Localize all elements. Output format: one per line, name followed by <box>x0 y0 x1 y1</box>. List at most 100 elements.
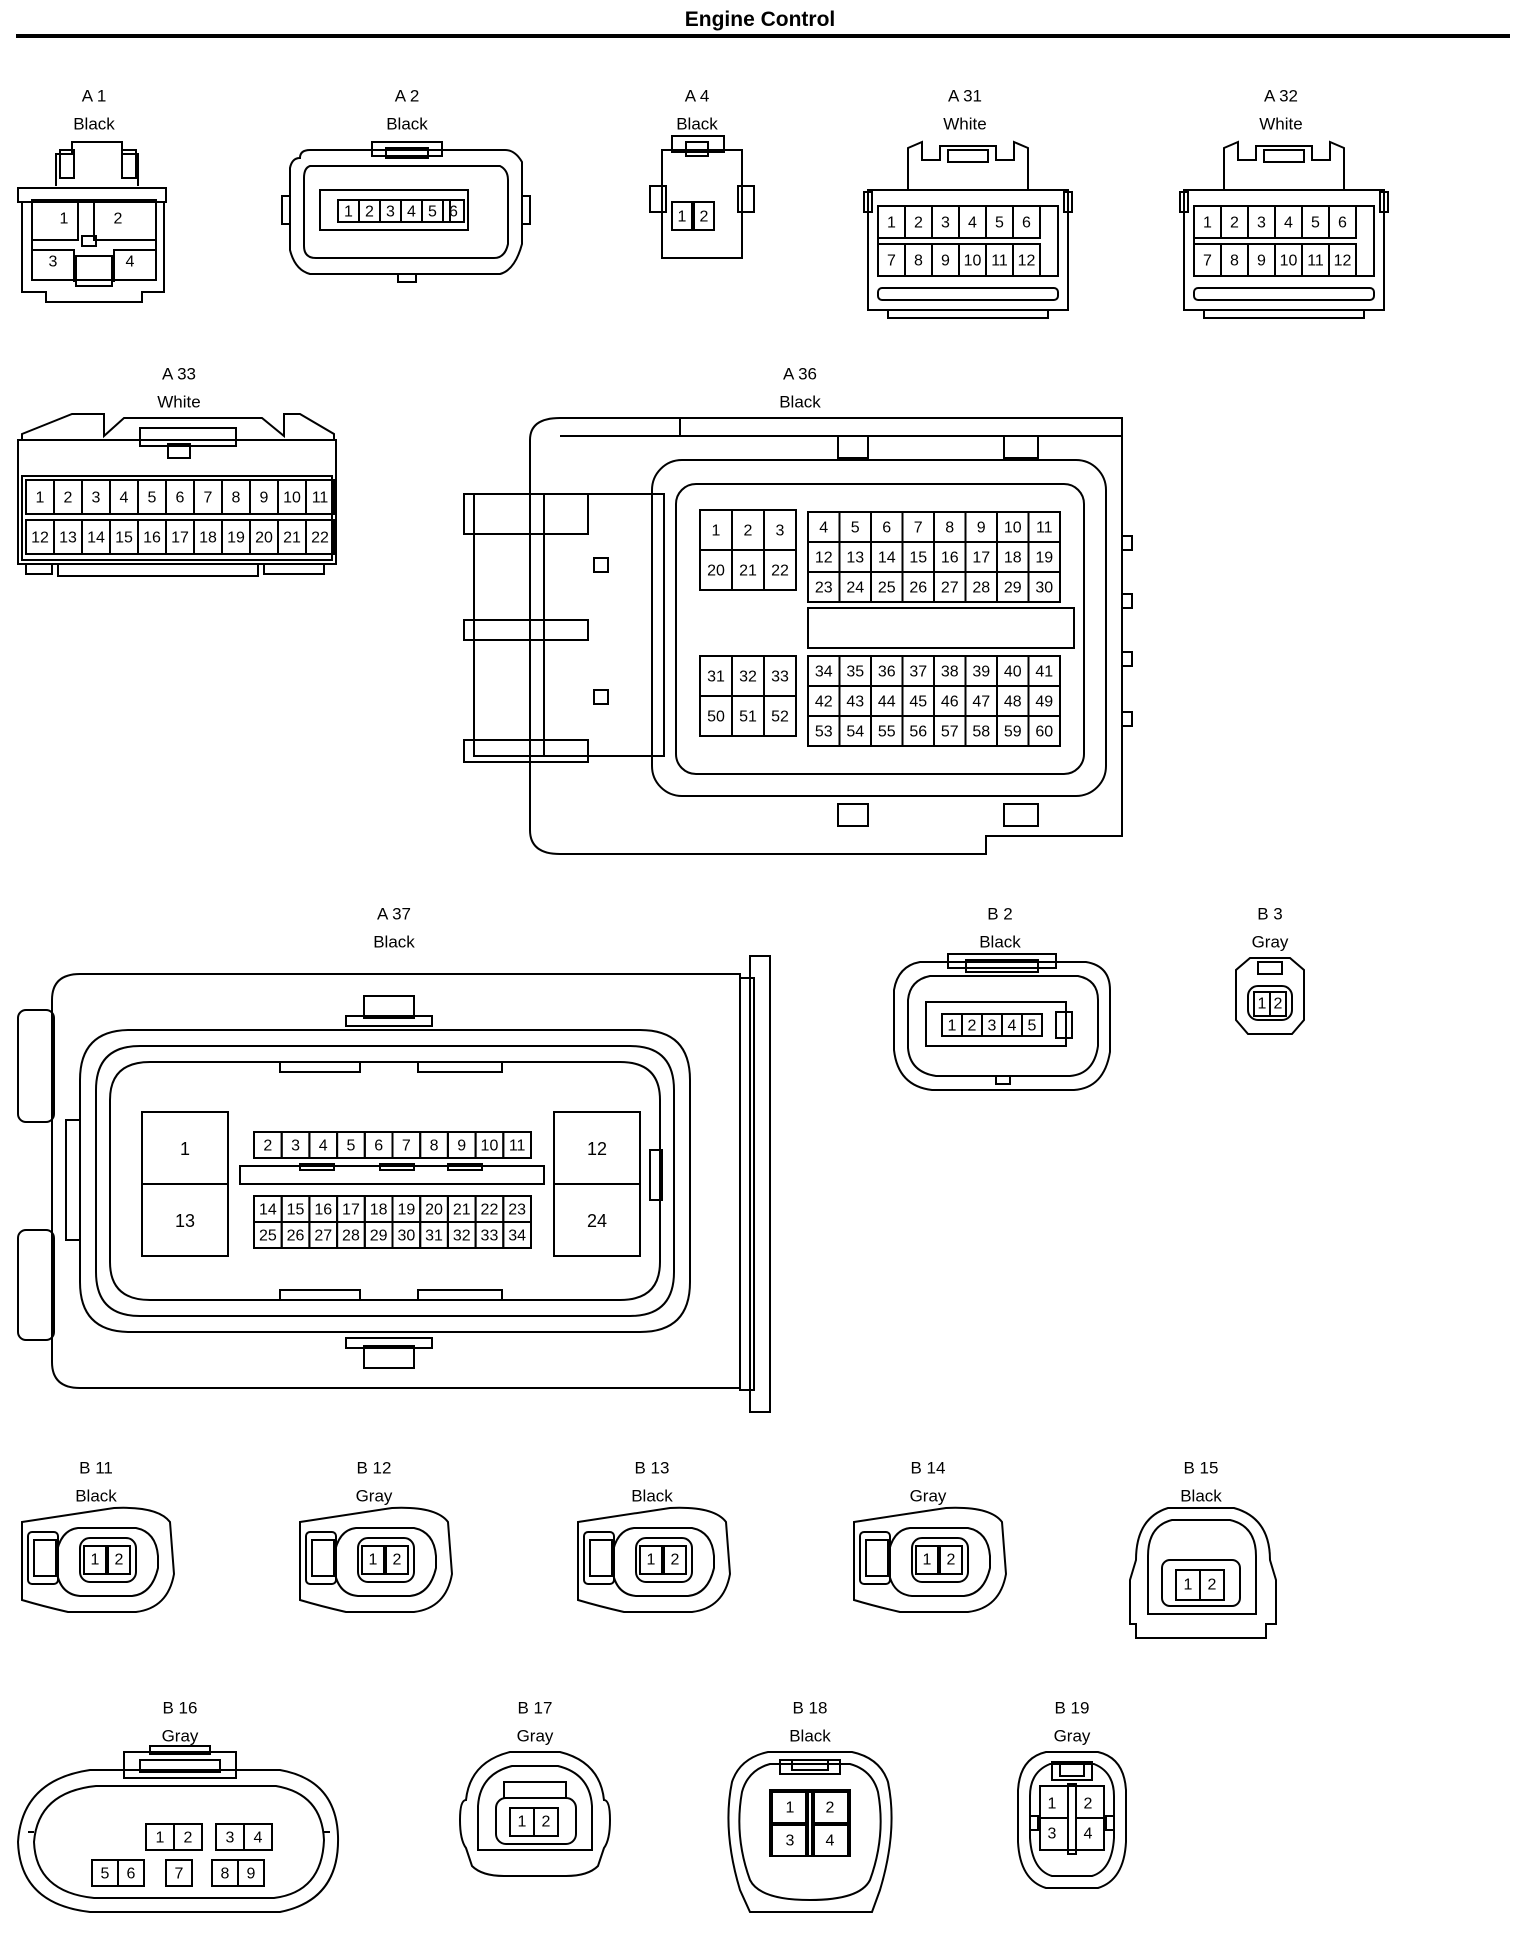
pin-label: 18 <box>370 1202 388 1219</box>
connector-id: A 1 <box>82 87 107 106</box>
pin-label: 8 <box>221 1866 230 1883</box>
pin-label: 8 <box>232 490 241 507</box>
pin-label: 5 <box>995 215 1004 232</box>
pin-label: 3 <box>226 1830 235 1847</box>
pin-label: 11 <box>991 253 1008 270</box>
pin-label: 19 <box>1035 550 1053 567</box>
pin-label: 4 <box>407 204 416 221</box>
pin-label: 3 <box>941 215 950 232</box>
connector-color: White <box>1259 115 1302 134</box>
pin-label: 29 <box>370 1228 388 1245</box>
pin-label: 23 <box>815 580 833 597</box>
connector-id: B 11 <box>79 1459 113 1478</box>
pin-label: 6 <box>374 1138 383 1155</box>
pin-label: 4 <box>1084 1826 1093 1843</box>
pin-label: 15 <box>115 530 133 547</box>
pin-label: 1 <box>1203 215 1212 232</box>
pin-label: 2 <box>115 1552 124 1569</box>
pin-label: 53 <box>815 724 833 741</box>
pin-label: 10 <box>1280 253 1298 270</box>
pin-label: 1 <box>712 523 721 540</box>
connector-id: A 2 <box>395 87 420 106</box>
pin-label: 27 <box>314 1228 332 1245</box>
pin-label: 45 <box>909 694 927 711</box>
pin-label: 32 <box>739 669 757 686</box>
pin-label: 2 <box>947 1552 956 1569</box>
pin-label: 57 <box>941 724 959 741</box>
pin-label: 2 <box>263 1138 272 1155</box>
pin-label: 4 <box>826 1833 835 1850</box>
pin-label: 6 <box>449 204 458 221</box>
connector-color: Black <box>73 115 115 134</box>
connector-color: Black <box>779 393 821 412</box>
pin-label: 10 <box>964 253 982 270</box>
connector-color: White <box>157 393 200 412</box>
pin-label: 21 <box>453 1202 471 1219</box>
pin-label: 11 <box>1036 520 1053 537</box>
connector-id: B 12 <box>357 1459 392 1478</box>
pin-label: 11 <box>509 1138 526 1155</box>
pin-label: 2 <box>1274 996 1283 1013</box>
pin-label: 41 <box>1035 664 1053 681</box>
pin-label: 37 <box>909 664 927 681</box>
pin-label: 3 <box>49 254 58 271</box>
pin-label: 25 <box>259 1228 277 1245</box>
pin-label: 34 <box>508 1228 526 1245</box>
pin-label: 5 <box>1311 215 1320 232</box>
pin-label: 8 <box>945 520 954 537</box>
pin-label: 7 <box>204 490 213 507</box>
pin-label: 2 <box>1084 1796 1093 1813</box>
pin-label: 3 <box>1257 215 1266 232</box>
pin-label: 5 <box>346 1138 355 1155</box>
pin-label: 2 <box>968 1018 977 1035</box>
pin-label: 4 <box>968 215 977 232</box>
connector-color: Gray <box>517 1727 554 1746</box>
pin-label: 1 <box>786 1800 795 1817</box>
pin-label: 23 <box>508 1202 526 1219</box>
connector-color: Gray <box>356 1487 393 1506</box>
title-rule <box>16 34 1510 38</box>
pin-label: 2 <box>700 209 709 226</box>
pin-label: 2 <box>542 1814 551 1831</box>
pin-label: 10 <box>481 1138 499 1155</box>
pin-label: 6 <box>1338 215 1347 232</box>
pin-label: 51 <box>739 709 757 726</box>
connector-id: B 17 <box>518 1699 553 1718</box>
connector-id: A 33 <box>162 365 196 384</box>
pin-label: 28 <box>972 580 990 597</box>
pin-label: 9 <box>941 253 950 270</box>
pin-label: 4 <box>1008 1018 1017 1035</box>
pin-label: 14 <box>878 550 896 567</box>
pin-label: 11 <box>312 490 329 507</box>
pin-label: 47 <box>972 694 990 711</box>
connector-id: B 13 <box>635 1459 670 1478</box>
connector-color: Black <box>631 1487 673 1506</box>
pin-label: 3 <box>776 523 785 540</box>
pin-label: 12 <box>587 1139 607 1159</box>
connector-id: A 31 <box>948 87 982 106</box>
pin-label: 1 <box>180 1139 190 1159</box>
pin-label: 52 <box>771 709 789 726</box>
pin-label: 1 <box>369 1552 378 1569</box>
pin-label: 2 <box>114 211 123 228</box>
pin-label: 54 <box>846 724 864 741</box>
pin-label: 17 <box>972 550 990 567</box>
pin-label: 1 <box>923 1552 932 1569</box>
pin-label: 22 <box>311 530 329 547</box>
pin-label: 19 <box>397 1202 415 1219</box>
pin-label: 12 <box>815 550 833 567</box>
pin-label: 5 <box>101 1866 110 1883</box>
pin-label: 21 <box>283 530 301 547</box>
pin-label: 58 <box>972 724 990 741</box>
pin-label: 6 <box>882 520 891 537</box>
pin-label: 15 <box>287 1202 305 1219</box>
pin-label: 12 <box>31 530 49 547</box>
pin-label: 24 <box>587 1211 607 1231</box>
pin-label: 13 <box>846 550 864 567</box>
